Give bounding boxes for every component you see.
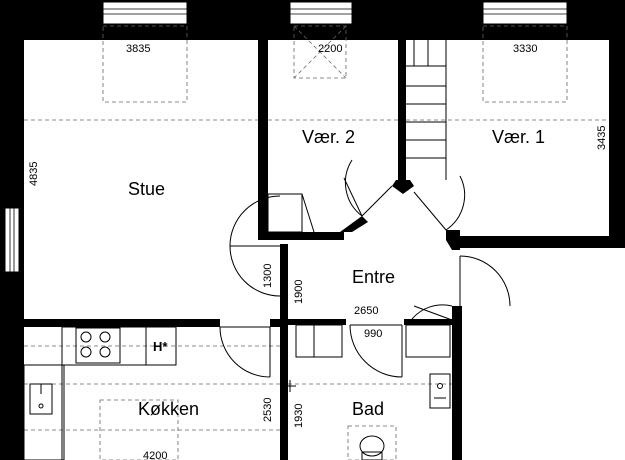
stove-icon (75, 327, 121, 364)
dim-door-1300: 1300 (262, 264, 274, 288)
fridge-outline (99, 399, 179, 460)
dashed-slope-lines (24, 119, 609, 431)
vaer2-left-wall (258, 40, 268, 240)
bath-top-wall-left (288, 319, 346, 325)
dim-door-1900: 1900 (293, 280, 305, 304)
door-koekken[interactable] (219, 326, 271, 378)
vaer2-bottom-wall (258, 232, 344, 240)
door-bad[interactable] (349, 324, 403, 378)
dim-stue-width: 3835 (126, 43, 150, 55)
sink-icon (29, 383, 53, 415)
room-label-entre: Entre (352, 267, 395, 287)
vaer1-angled-wall (446, 230, 460, 250)
dim-entre-width: 2650 (354, 305, 378, 317)
room-label-koekken: Køkken (138, 399, 199, 419)
stue-top-wall (0, 26, 258, 40)
column-mark (286, 380, 296, 392)
kitchen-top-wall (24, 319, 220, 327)
vaer2-top-wall (258, 26, 403, 40)
staircase (406, 40, 447, 180)
room-label-vaer2: Vær. 2 (302, 127, 355, 147)
door-stue[interactable] (229, 195, 281, 297)
bath-sink-icon (429, 373, 451, 409)
door-vaer2[interactable] (343, 159, 393, 217)
dim-vaer1-width: 3330 (513, 43, 537, 55)
door-vaer1[interactable] (413, 175, 466, 231)
door-entre-bottom-left[interactable] (411, 304, 453, 321)
dim-bad-door: 990 (364, 328, 382, 340)
room-label-bad: Bad (352, 399, 384, 419)
right-exterior-wall (609, 26, 625, 248)
dim-bad-depth: 1930 (293, 404, 305, 428)
entre-left-wall (280, 244, 288, 460)
door-entre-right[interactable] (459, 255, 511, 307)
top-exterior-wall (0, 0, 625, 26)
room-label-vaer1: Vær. 1 (492, 127, 545, 147)
toilet-icon (347, 425, 397, 460)
dim-koekken-depth: 2530 (262, 398, 274, 422)
entre-right-wall (452, 306, 462, 460)
bath-top-wall-right (404, 319, 452, 325)
hall-cabinets (295, 324, 451, 358)
vaer2-angled-wall (340, 216, 368, 232)
vaer1-bottom-wall (458, 236, 625, 248)
dim-stue-depth: 4835 (28, 162, 40, 186)
kitchen-counter (23, 326, 177, 460)
hood-label: H* (153, 339, 168, 354)
left-window (4, 207, 20, 273)
vaer1-top-wall (403, 26, 625, 40)
wardrobe (267, 193, 315, 233)
room-label-stue: Stue (128, 179, 165, 199)
kitchen-top-wall-right (270, 319, 288, 327)
window-frames (103, 8, 567, 15)
dim-koekken-width: 4200 (143, 450, 167, 460)
vaer2-right-wall (398, 40, 406, 180)
corner-post (392, 180, 414, 194)
dim-vaer1-depth: 3435 (596, 126, 608, 150)
dim-vaer2-width: 2200 (318, 43, 342, 55)
skylight-outlines (102, 25, 568, 103)
